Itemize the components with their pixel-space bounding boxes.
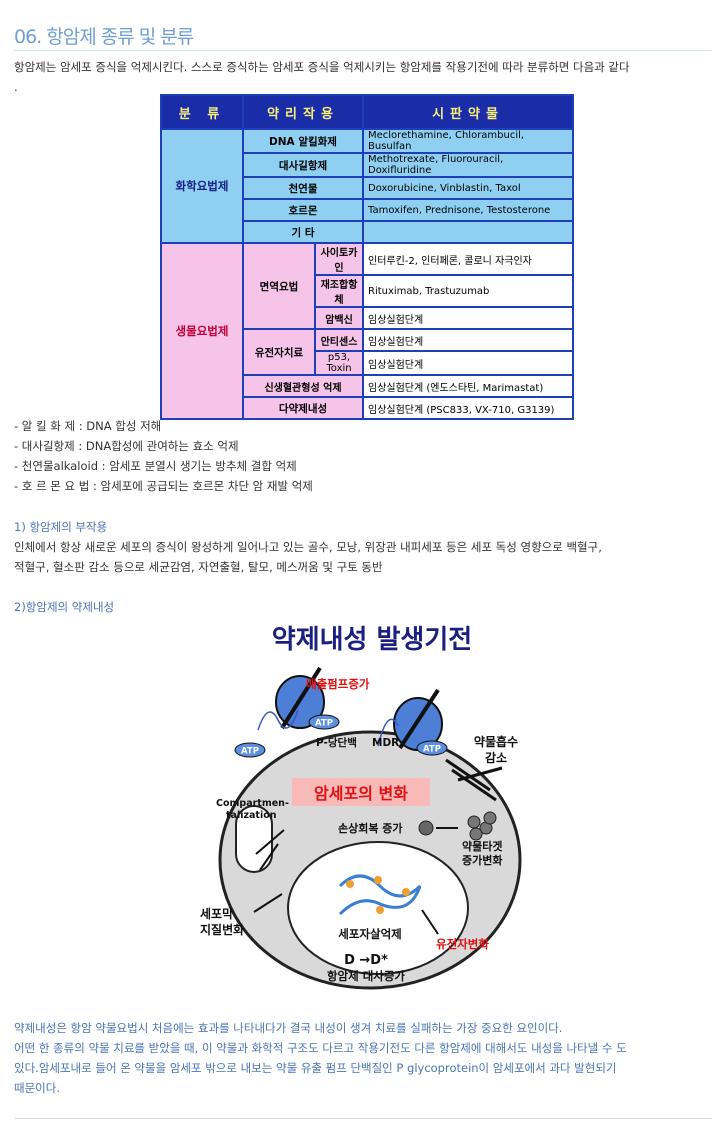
side-effects-line-1: 인체에서 항상 새로운 세포의 증식이 왕성하게 일어나고 있는 골수, 모낭,… [14,540,602,554]
sub-cancer-vaccine: 암백신 [314,306,364,330]
mech-multidrug-resistance: 다약제내성 [242,396,364,420]
label-membrane-change-1: 세포막 [200,906,233,921]
mech-hormone: 호르몬 [242,198,364,222]
intro-line-1: 항암제는 암세포 증식을 억제시킨다. 스스로 증식하는 암세포 증식을 억제시… [14,60,630,74]
label-apoptosis-inhibition: 세포자살억제 [338,927,401,941]
cancer-change-box [292,778,430,806]
pump-left-arrow [280,666,322,730]
intro-line-2: . [14,80,18,94]
bottom-divider [14,1118,712,1119]
side-effects-heading: 1) 항암제의 부작용 [14,520,108,534]
drug-antisense: 임상실험단계 [362,328,574,352]
drug-alkylating: Meclorethamine, Chlorambucil, Busulfan [362,128,574,154]
label-metabolism-increase: 항암제 대사증가 [327,969,405,983]
atp-center-label: ATP [315,719,333,729]
drug-particle [418,820,434,836]
label-compartmentalization-2: talization [226,810,277,821]
dna-marker-3 [402,888,410,896]
dna-marker-2 [374,876,382,884]
resistance-line-3: 있다.암세포내로 들어 온 약물을 암세포 밖으로 내보는 약물 유출 펌프 단… [14,1061,617,1075]
drug-antimetabolite: Methotrexate, Fluorouracil, Doxifluridin… [362,152,574,178]
drug-cancer-vaccine: 임상실험단계 [362,306,574,330]
target-cluster-3 [469,827,483,841]
resistance-line-2: 어떤 한 종류의 약물 치료를 받았을 때, 이 약물과 화학적 구조도 다르고… [14,1041,627,1055]
drug-multidrug-resistance: 임상실험단계 (PSC833, VX-710, G3139) [362,396,574,420]
uptake-block-3 [457,766,503,782]
compart-arrow-1 [255,829,285,855]
mech-other: 기 타 [242,220,364,244]
label-gene-mutation: 유전자변화 [436,937,489,951]
drug-recombinant-antibody: Rituximab, Trastuzumab [362,274,574,308]
drug-hormone: Tamoxifen, Prednisone, Testosterone [362,198,574,222]
uptake-block-1 [445,758,491,792]
note-hormone: - 호 르 몬 요 법 : 암세포에 공급되는 호르몬 차단 암 재발 억제 [14,479,313,493]
mech-immunotherapy: 면역요법 [242,242,316,330]
drug-resistance-diagram: 약제내성 발생기전 ATP ATP ATP 배출펌프증가 P-당단백 MDR 약… [200,625,522,990]
label-metabolism-equation: D →D* [344,953,388,968]
drug-natural: Doxorubicine, Vinblastin, Taxol [362,176,574,200]
atp-right [416,740,448,756]
mech-angiogenesis-inhibition: 신생혈관형성 억제 [242,374,364,398]
group-chemotherapy: 화학요법제 [160,128,244,244]
label-uptake-decrease-1: 약물흡수 [474,734,518,749]
compart-arrow-2 [259,843,279,871]
sub-recombinant-antibody: 재조합항체 [314,274,364,308]
pump-left-chain [257,709,299,731]
atp-left-label: ATP [241,747,259,757]
label-target-change-2: 증가변화 [462,853,502,867]
mech-natural: 천연물 [242,176,364,200]
mech-antimetabolite: 대사길항제 [242,152,364,178]
pump-right-arrow [398,688,440,750]
drug-classification-table: 분 류 약리작용 시판약물 화학요법제 DNA 알킬화제 Mecloretham… [160,94,574,420]
drug-p53-toxin: 임상실험단계 [362,350,574,376]
dna-marker-1 [346,880,354,888]
header-drugs: 시판약물 [362,94,574,130]
mech-alkylating: DNA 알킬화제 [242,128,364,154]
side-effects-line-2: 적혈구, 혈소판 감소 등으로 세균감염, 자연출혈, 탈모, 메스꺼움 및 구… [14,560,383,574]
target-cluster-1 [467,815,481,829]
mech-gene-therapy: 유전자치료 [242,328,316,376]
uptake-block-2 [451,768,497,802]
header-mechanism: 약리작용 [242,94,364,130]
dna-strand [338,874,422,916]
resistance-line-1: 약제내성은 항암 약물요법시 처음에는 효과를 나타내다가 결국 내성이 생겨 … [14,1021,563,1035]
sub-antisense: 안티센스 [314,328,364,352]
label-target-change-1: 약물타겟 [462,839,502,853]
label-uptake-decrease-2: 감소 [485,750,507,765]
diagram-title: 약제내성 발생기전 [272,625,472,655]
drug-angiogenesis-inhibition: 임상실험단계 (엔도스타틴, Marimastat) [362,374,574,398]
label-mdr: MDR [372,737,399,749]
atp-left [234,742,266,758]
label-repair-increase: 손상회복 증가 [338,821,403,835]
label-membrane-change-2: 지질변화 [200,922,244,937]
label-compartmentalization-1: Compartmen- [216,798,289,809]
note-alkaloid: - 천연물alkaloid : 암세포 분열시 생기는 방추체 결합 억제 [14,459,297,473]
label-pump-increase: 배출펌프증가 [306,677,370,691]
note-antimetabolite: - 대사길항제 : DNA합성에 관여하는 효소 억제 [14,439,239,453]
dna-marker-4 [376,906,384,914]
label-cancer-change: 암세포의 변화 [314,784,408,803]
group-biotherapy: 생물요법제 [160,242,244,420]
atp-center [308,714,340,730]
sub-p53-toxin: p53, Toxin [314,350,364,376]
label-p-glycoprotein: P-당단백 [316,736,357,749]
drug-cytokine: 인터루킨-2, 인터페론, 콜로니 자극인자 [362,242,574,276]
resistance-line-4: 때문이다. [14,1081,60,1095]
title-divider [14,50,712,51]
mutation-arrow [421,909,439,935]
pump-right-chain [377,718,399,747]
page-title: 06. 항암제 종류 및 분류 [14,26,194,48]
sub-cytokine: 사이토카인 [314,242,364,276]
header-category: 분 류 [160,94,244,130]
target-cluster-4 [483,811,497,825]
atp-right-label: ATP [423,745,441,755]
resistance-heading: 2)항암제의 약제내성 [14,600,115,614]
note-alkylating: - 알 킬 화 제 : DNA 합성 저해 [14,419,162,433]
drug-other [362,220,574,244]
membrane-arrow [253,893,283,913]
